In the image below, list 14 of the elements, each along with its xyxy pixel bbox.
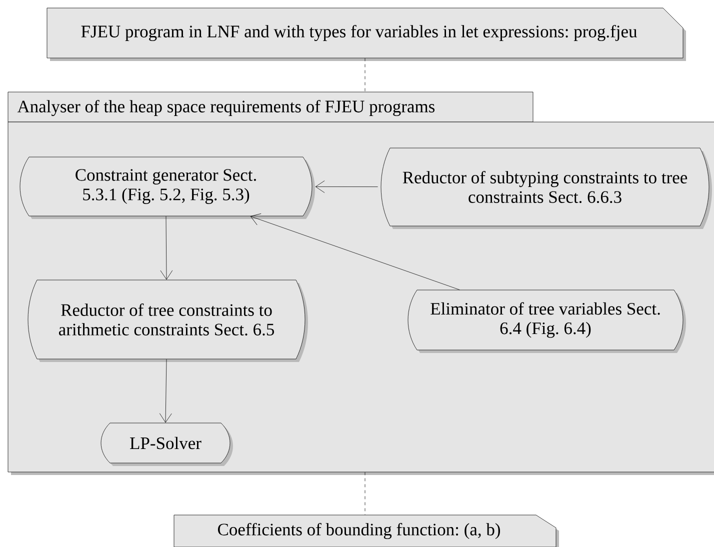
action-box: Reductor of subtyping constraints to tree constraints Sect. 6.6.3 [380, 148, 712, 229]
dashed-line [364, 58, 366, 92]
action-box: LP-Solver [100, 422, 233, 466]
note-box: Coefficients of bounding function: (a, b) [174, 514, 559, 547]
arrow [160, 216, 173, 280]
action-box: Constraint generator Sect. 5.3.1 (Fig. 5.2, Fig. 5.3) [20, 156, 315, 219]
note-box: FJEU program in LNF and with types for variables in let expressions: prog.fjeu [46, 8, 686, 61]
node-label: Analyser of the heap space requirements of FJEU programs [17, 100, 435, 116]
action-box: Reductor of tree constraints to arithmetic constraints Sect. 6.5 [28, 280, 308, 362]
arrow [159, 359, 172, 423]
dashed-line [364, 472, 366, 515]
action-box: Eliminator of tree variables Sect. 6.4 (Fig. 6.4) [408, 290, 686, 353]
arrow [315, 180, 378, 193]
arrow [250, 213, 460, 290]
